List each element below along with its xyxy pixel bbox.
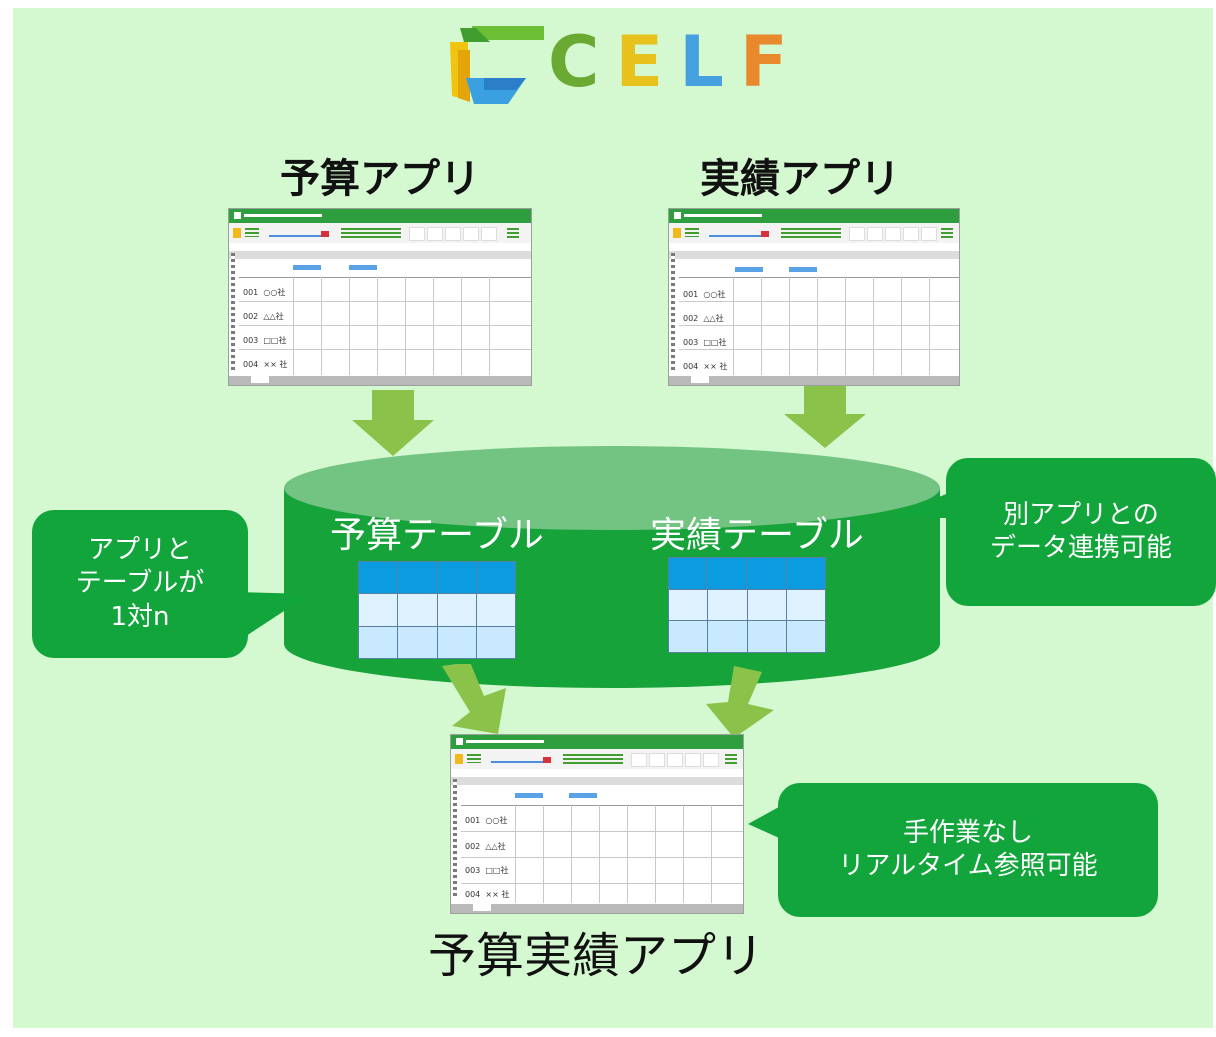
result-app-window: 001 ○○社 002 △△社 003 □□社 004 ×× 社 bbox=[450, 734, 744, 914]
table-row: 002 △△社 bbox=[465, 842, 506, 851]
table-row: 001 ○○社 bbox=[465, 816, 508, 825]
budget-table-icon bbox=[358, 561, 516, 659]
table-row: 003 □□社 bbox=[683, 338, 727, 347]
budget-app-window: 001 ○○社 002 △△社 003 □□社 004 ×× 社 bbox=[228, 208, 532, 386]
table-row: 001 ○○社 bbox=[683, 290, 726, 299]
table-row: 004 ×× 社 bbox=[683, 362, 728, 371]
budget-table-label: 予算テーブル bbox=[330, 515, 544, 556]
callout-text: 手作業なし リアルタイム参照可能 bbox=[838, 817, 1098, 881]
callout-realtime: 手作業なし リアルタイム参照可能 bbox=[778, 783, 1158, 917]
actual-app-window: 001 ○○社 002 △△社 003 □□社 004 ×× 社 bbox=[668, 208, 960, 386]
window-titlebar bbox=[229, 209, 531, 223]
window-titlebar bbox=[669, 209, 959, 223]
table-row: 004 ×× 社 bbox=[243, 360, 288, 369]
budget-app-title: 予算アプリ bbox=[280, 156, 480, 202]
callout-pointer bbox=[236, 592, 310, 636]
logo-letter-f: F bbox=[739, 21, 788, 103]
result-app-title: 予算実績アプリ bbox=[427, 928, 764, 984]
table-row: 003 □□社 bbox=[243, 336, 287, 345]
arrow-diagonal-icon bbox=[442, 664, 506, 734]
actual-table-label: 実績テーブル bbox=[650, 515, 864, 556]
callout-pointer bbox=[888, 490, 956, 518]
table-row: 001 ○○社 bbox=[243, 288, 286, 297]
celf-logo-mark bbox=[450, 26, 544, 104]
actual-table-icon bbox=[668, 557, 826, 653]
callout-text: アプリと テーブルが 1対n bbox=[75, 535, 205, 632]
logo-letter-e: E bbox=[615, 21, 664, 103]
actual-app-title: 実績アプリ bbox=[700, 156, 900, 202]
callout-text: 別アプリとの データ連携可能 bbox=[989, 499, 1172, 563]
celf-logo-text: C E L F bbox=[548, 21, 788, 103]
window-toolbar bbox=[669, 223, 959, 243]
arrow-diagonal-icon bbox=[706, 666, 774, 738]
window-toolbar bbox=[229, 223, 531, 243]
table-row: 004 ×× 社 bbox=[465, 890, 510, 899]
arrow-down-icon bbox=[784, 386, 866, 448]
callout-one-to-n: アプリと テーブルが 1対n bbox=[32, 510, 248, 658]
table-row: 003 □□社 bbox=[465, 866, 509, 875]
logo-letter-l: L bbox=[679, 21, 724, 103]
table-row: 002 △△社 bbox=[243, 312, 284, 321]
table-row: 002 △△社 bbox=[683, 314, 724, 323]
arrow-down-icon bbox=[352, 390, 434, 456]
window-titlebar bbox=[451, 735, 743, 749]
callout-data-link: 別アプリとの データ連携可能 bbox=[946, 458, 1216, 606]
logo-letter-c: C bbox=[548, 21, 600, 103]
window-toolbar bbox=[451, 749, 743, 769]
